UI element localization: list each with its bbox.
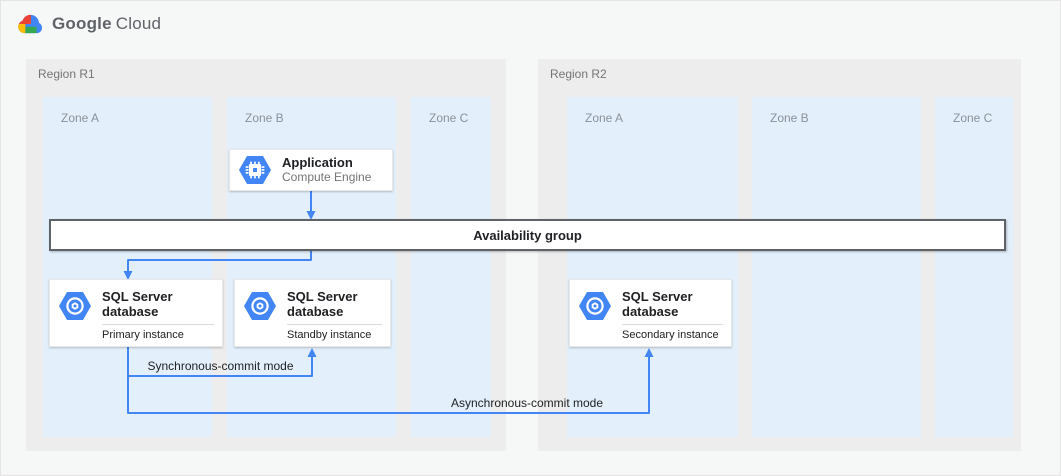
availability-group-bar: Availability group <box>49 219 1006 251</box>
cloud-sql-icon <box>579 292 611 320</box>
sql-standby-title: SQL Server database <box>287 289 358 319</box>
sql-secondary-subtitle: Secondary instance <box>622 329 719 341</box>
region-r1-zone-b: Zone B <box>227 97 396 437</box>
region-r1-label: Region R1 <box>38 67 95 81</box>
sql-primary-title: SQL Server database <box>102 289 173 319</box>
sql-primary-subtitle: Primary instance <box>102 329 184 341</box>
sql-standby-node: SQL Server database Standby instance <box>234 279 391 347</box>
cloud-sql-icon <box>244 292 276 320</box>
cloud-sql-icon <box>59 292 91 320</box>
zone-label: Zone C <box>953 111 993 125</box>
zone-label: Zone A <box>585 111 624 125</box>
divider <box>102 324 214 325</box>
availability-group-label: Availability group <box>473 227 582 243</box>
logo-cloud-text: Cloud <box>115 14 162 33</box>
zone-label: Zone B <box>245 111 284 125</box>
region-r2-zone-a: Zone A <box>567 97 738 437</box>
sql-standby-subtitle: Standby instance <box>287 329 372 341</box>
google-cloud-logo-icon <box>18 14 43 34</box>
sql-primary-node: SQL Server database Primary instance <box>49 279 223 347</box>
sql-secondary-title: SQL Server database <box>622 289 693 319</box>
zone-label: Zone A <box>61 111 100 125</box>
region-r2-zone-b: Zone B <box>752 97 921 437</box>
zone-label: Zone C <box>429 111 469 125</box>
region-r2-label: Region R2 <box>550 67 607 81</box>
logo-google-text: Google <box>52 14 112 33</box>
application-title: Application <box>282 155 353 170</box>
region-r1-zone-c: Zone C <box>411 97 491 437</box>
divider <box>287 324 382 325</box>
divider <box>622 324 723 325</box>
application-subtitle: Compute Engine <box>282 170 372 184</box>
application-node: Application Compute Engine <box>229 149 393 191</box>
sync-commit-label: Synchronous-commit mode <box>147 359 294 373</box>
region-r1-zone-a: Zone A <box>43 97 212 437</box>
sql-secondary-node: SQL Server database Secondary instance <box>569 279 732 347</box>
region-r2-zone-c: Zone C <box>935 97 1013 437</box>
zone-label: Zone B <box>770 111 809 125</box>
compute-engine-icon <box>239 156 271 184</box>
async-commit-label: Asynchronous-commit mode <box>450 396 604 410</box>
